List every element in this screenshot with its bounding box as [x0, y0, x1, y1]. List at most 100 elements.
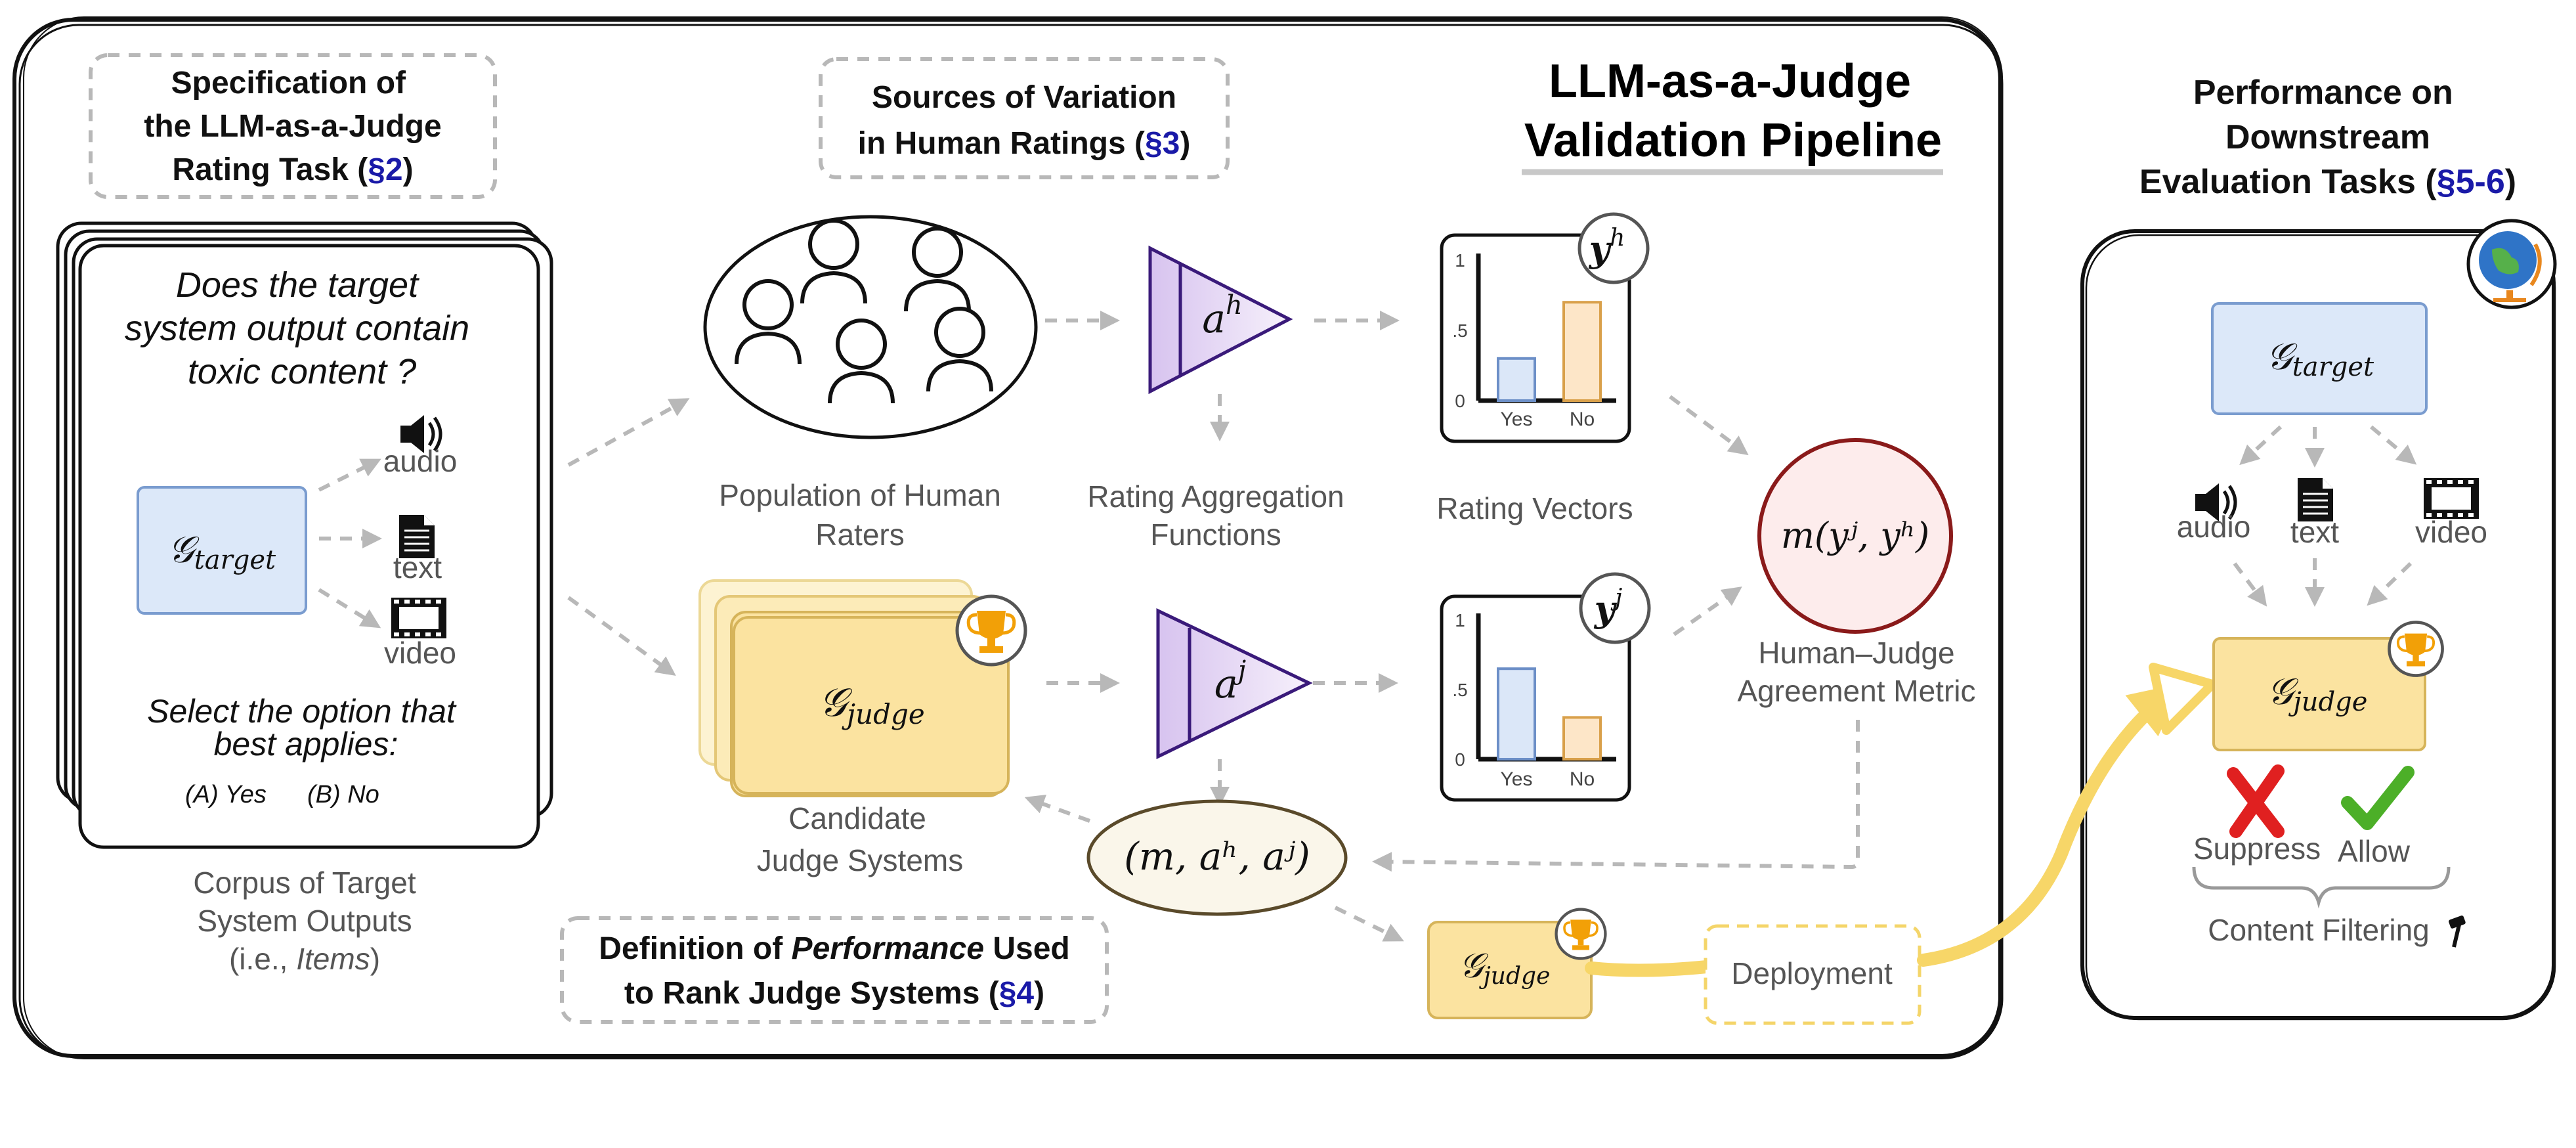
y-h-sup: h — [1610, 225, 1625, 252]
downstream-section-ref[interactable]: §5-6 — [2437, 163, 2505, 201]
arrow-target-audio — [318, 458, 381, 492]
chart-category-label: No — [1570, 408, 1595, 430]
arrow-tuple-to-judges — [1024, 795, 1091, 823]
downstream-target-box: 𝒢target — [2211, 302, 2428, 415]
definition-title-line1a: Definition of — [599, 931, 791, 966]
deployment-path — [1585, 960, 1713, 977]
chart-tick-label: .5 — [1452, 680, 1467, 700]
person-icon — [800, 219, 867, 304]
definition-title-line2: to Rank Judge Systems ( — [624, 976, 999, 1011]
pipeline-title-line1: LLM-as-a-Judge — [1549, 55, 1911, 108]
sources-title-close: ) — [1180, 126, 1190, 161]
spec-title-close: ) — [403, 152, 414, 187]
svg-text:Definition of Performance Used: Definition of Performance Used — [599, 931, 1069, 966]
person-icon — [828, 319, 895, 404]
speaker-icon — [400, 415, 442, 453]
performance-tuple-node: (m, aʰ, aʲ) — [1086, 799, 1348, 916]
sources-title-line2: in Human Ratings ( — [858, 126, 1145, 161]
downstream-title-close: ) — [2505, 163, 2516, 201]
spec-section-ref[interactable]: §2 — [368, 152, 402, 187]
rating-vectors-label: Rating Vectors — [1436, 491, 1633, 525]
allow-check-icon — [2341, 766, 2415, 830]
arrow-target-video — [318, 588, 381, 629]
trophy-icon — [955, 594, 1027, 667]
candidate-label-line2: Judge Systems — [757, 843, 963, 877]
definition-title-line1c: Used — [984, 931, 1070, 966]
select-prompt-line2: best applies: — [214, 726, 398, 762]
corpus-label-line3c: ) — [370, 942, 380, 976]
sources-section-ref[interactable]: §3 — [1145, 126, 1180, 161]
document-icon — [399, 515, 435, 558]
chart-tick-label: 1 — [1455, 250, 1465, 271]
svg-text:to Rank Judge Systems (§4): to Rank Judge Systems (§4) — [624, 976, 1044, 1011]
chart-tick-label: 0 — [1455, 391, 1465, 411]
deployment-box: Deployment — [1704, 924, 1921, 1025]
content-filtering-label: Content Filtering — [2208, 913, 2430, 947]
svg-text:Performance on Downstream: Performance on Downstream — [2193, 74, 2462, 156]
spec-title-line3: Rating Task ( — [172, 152, 368, 187]
corpus-label-items: Items — [296, 942, 370, 976]
target-model-subscript: target — [194, 545, 276, 575]
agreement-label-line1: Human–Judge — [1758, 636, 1954, 670]
downstream-title-line3: Evaluation Tasks ( — [2139, 163, 2437, 201]
spec-label-box — [89, 53, 497, 199]
arrow-yj-to-metric — [1673, 586, 1742, 636]
a-h-sup: h — [1226, 290, 1243, 320]
gavel-icon — [2449, 916, 2466, 948]
chart-category-label: No — [1570, 768, 1595, 790]
definition-label-box — [560, 916, 1109, 1024]
selected-judge-subscript: judge — [1479, 963, 1551, 990]
downstream-title-line1: Performance on — [2193, 74, 2453, 112]
arrow-audio-to-judge — [2233, 562, 2267, 607]
downstream-frame — [2080, 229, 2556, 1021]
svg-text:in Human Ratings (§3): in Human Ratings (§3) — [858, 126, 1191, 161]
target-model-box: 𝒢target — [137, 486, 307, 615]
video-label: video — [384, 636, 456, 670]
option-b: (B) No — [307, 781, 379, 808]
chart-tick-label: 0 — [1455, 749, 1465, 770]
chart-bar-yes — [1497, 667, 1536, 761]
human-aggregation-function: ah — [1148, 245, 1293, 395]
y-j-badge: yj — [1579, 572, 1651, 644]
audio-label: audio — [383, 444, 458, 478]
suppress-label: Suppress — [2193, 831, 2321, 866]
sources-title-line1: Sources of Variation — [872, 80, 1176, 115]
aggregation-label-line2: Functions — [1150, 518, 1281, 552]
downstream-title-line2: Downstream — [2225, 118, 2430, 156]
corpus-label-line3a: (i.e., — [229, 942, 296, 976]
arrow-card-to-judges — [567, 596, 676, 676]
svg-text:yh: yh — [1589, 225, 1625, 270]
person-icon — [904, 227, 971, 312]
corpus-label-line1: Corpus of Target — [193, 866, 416, 900]
definition-section-ref[interactable]: §4 — [999, 976, 1035, 1011]
pipeline-frame — [12, 16, 2004, 1059]
chart-bar-yes — [1497, 357, 1536, 402]
svg-text:Select the option that bes: Select the option that best applies: — [147, 693, 465, 762]
human-raters-population — [703, 215, 1038, 439]
population-label-line1: Population of Human — [719, 478, 1001, 512]
corpus-label-line2: System Outputs — [197, 904, 412, 938]
arrow-tuple-to-selected-judge — [1334, 906, 1404, 942]
candidate-label-line1: Candidate — [788, 801, 926, 835]
deployment-label: Deployment — [1731, 956, 1893, 990]
arrow-downstream-audio — [2239, 425, 2283, 466]
speaker-icon — [2195, 483, 2237, 521]
judge-aggregation-function: aj — [1156, 608, 1313, 759]
globe-icon — [2466, 219, 2557, 309]
aggregation-label-line1: Rating Aggregation — [1087, 479, 1344, 514]
svg-text:Evaluation Tasks (§5-6): Evaluation Tasks (§5-6) — [2139, 163, 2516, 201]
trophy-icon — [1555, 908, 1607, 960]
person-icons — [735, 219, 993, 404]
a-j-base: a — [1214, 661, 1238, 707]
content-filtering-brace — [2192, 866, 2451, 909]
film-icon — [391, 598, 446, 638]
person-icon — [735, 279, 802, 364]
svg-text:Specification of the LLM-a: Specification of the LLM-as-a-Judge — [144, 66, 441, 144]
item-question-line2: system output contain — [125, 309, 469, 348]
deployment-to-downstream-path — [1917, 683, 2183, 967]
chart-bar-no — [1562, 716, 1602, 761]
arrow-video-to-judge — [2367, 562, 2413, 606]
arrow-yh-to-metric — [1669, 395, 1749, 456]
